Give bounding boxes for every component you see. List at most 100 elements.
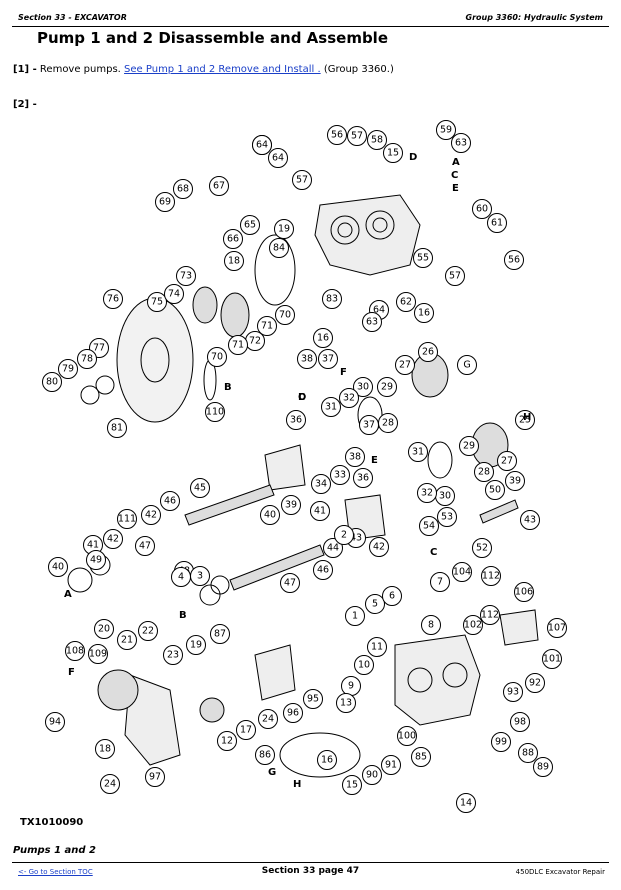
reference-letter: F [340, 367, 347, 378]
callout-number: 28 [382, 418, 394, 429]
callout-circle [362, 765, 382, 785]
callout-number: 70 [211, 352, 223, 363]
callout-number: 91 [385, 760, 397, 771]
callout-circle [353, 377, 373, 397]
callout-number: 68 [177, 184, 189, 195]
callout-circle [141, 505, 161, 525]
callout-circle [147, 292, 167, 312]
callout-circle [503, 682, 523, 702]
callout-number: 10 [358, 660, 370, 671]
pump-exploded-diagram: 6356575859636464156867576965196061668418… [42, 120, 567, 813]
callout-number: 14 [460, 798, 472, 809]
document-title: 450DLC Excavator Repair [515, 868, 605, 876]
callout-circle [311, 474, 331, 494]
callout-number: 83 [326, 294, 338, 305]
callout-number: 6 [389, 591, 395, 602]
callout-number: 88 [522, 748, 534, 759]
reference-letter: H [523, 412, 531, 423]
callout-circle [396, 292, 416, 312]
callout-circle [228, 335, 248, 355]
callout-number: 30 [439, 491, 451, 502]
callout-circle [164, 284, 184, 304]
callout-number: 43 [350, 533, 362, 544]
callout-circle [94, 619, 114, 639]
callout-number: 108 [66, 646, 84, 657]
callout-number: 98 [514, 717, 526, 728]
callout-number: 39 [509, 476, 521, 487]
callout-number: 19 [190, 640, 202, 651]
callout-circle [382, 586, 402, 606]
group-label: Group 3360: Hydraulic System [465, 13, 603, 22]
callout-circle [414, 303, 434, 323]
callout-number: 47 [139, 541, 151, 552]
callout-circle [48, 557, 68, 577]
callout-circle [430, 572, 450, 592]
remove-install-link[interactable]: See Pump 1 and 2 Remove and Install . [124, 64, 321, 75]
callout-number: 38 [349, 452, 361, 463]
callout-circle [369, 537, 389, 557]
callout-number: 65 [244, 220, 256, 231]
callout-circle [367, 637, 387, 657]
callout-circle [258, 709, 278, 729]
callout-circle [485, 480, 505, 500]
callout-circle [459, 436, 479, 456]
callout-circle [497, 451, 517, 471]
callout-circle [103, 289, 123, 309]
callout-circle [436, 120, 456, 140]
callout-circle [269, 238, 289, 258]
callout-number: 60 [476, 204, 488, 215]
callout-number: 99 [495, 737, 507, 748]
callout-number: 28 [478, 467, 490, 478]
callout-circle [138, 621, 158, 641]
callout-circle [303, 689, 323, 709]
step-2-number: [2] - [13, 99, 37, 110]
callout-circle [292, 170, 312, 190]
callout-circle [107, 418, 127, 438]
callout-circle [408, 442, 428, 462]
callout-circle [474, 462, 494, 482]
callout-circle [481, 566, 501, 586]
callout-number: 81 [111, 423, 123, 434]
callout-number: 36 [357, 473, 369, 484]
callout-number: 8 [428, 620, 434, 631]
callout-circle [505, 471, 525, 491]
callout-circle [236, 720, 256, 740]
section-toc-link[interactable]: <- Go to Section TOC [18, 868, 93, 876]
callout-circle [421, 615, 441, 635]
page-header: Section 33 - EXCAVATOR Group 3360: Hydra… [0, 0, 621, 30]
callout-circle [318, 349, 338, 369]
callout-number: 111 [118, 514, 136, 525]
callout-number: 34 [315, 479, 327, 490]
callout-number: 86 [259, 750, 271, 761]
callout-number: 112 [481, 610, 499, 621]
callout-number: 104 [453, 567, 471, 578]
callout-number: 15 [387, 148, 399, 159]
callout-circle [339, 388, 359, 408]
callout-number: 75 [151, 297, 163, 308]
callout-circle [419, 516, 439, 536]
section-label: Section 33 - EXCAVATOR [18, 13, 127, 22]
callout-circle [457, 355, 477, 375]
callout-circle [117, 509, 137, 529]
callout-number: 97 [149, 772, 161, 783]
reference-letter: C [451, 170, 458, 181]
callout-circle [163, 645, 183, 665]
reference-letter: G [268, 767, 276, 778]
callout-number: G [463, 360, 470, 371]
callout-number: 84 [273, 243, 285, 254]
callout-circle [353, 468, 373, 488]
callout-circle [310, 501, 330, 521]
callout-circle [330, 465, 350, 485]
page-title: Pump 1 and 2 Disassemble and Assemble [37, 29, 388, 47]
callout-circle [160, 491, 180, 511]
callout-circle [281, 495, 301, 515]
callout-number: 94 [49, 717, 61, 728]
callout-circle [381, 755, 401, 775]
callout-circle [58, 359, 78, 379]
callout-circle [117, 630, 137, 650]
callout-number: 37 [322, 354, 334, 365]
reference-letter: E [371, 455, 378, 466]
reference-letter: C [298, 392, 305, 403]
header-rule [12, 26, 609, 27]
callout-circle [520, 510, 540, 530]
